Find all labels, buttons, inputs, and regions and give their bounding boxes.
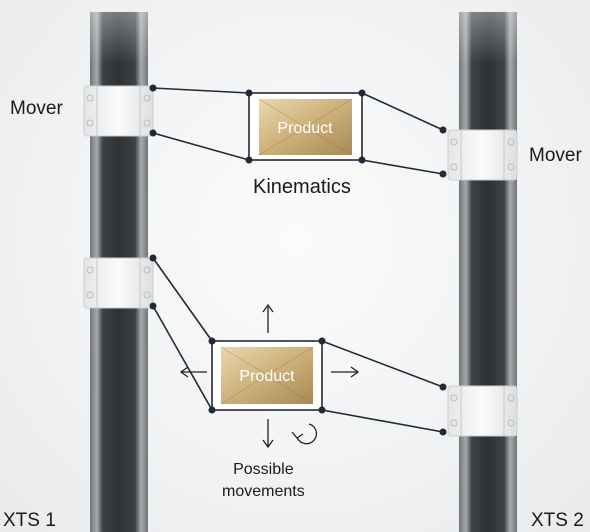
mover-label-right: Mover bbox=[529, 145, 582, 166]
kinematics-label: Kinematics bbox=[253, 176, 351, 198]
xts-2-label: XTS 2 bbox=[531, 510, 584, 531]
joint-dots-bottom bbox=[149, 254, 447, 436]
mover-top-right bbox=[447, 129, 518, 181]
mover-bottom-right bbox=[447, 385, 518, 437]
joint-dots-top bbox=[149, 84, 447, 178]
possible-movements-line-1: Possible bbox=[233, 461, 294, 478]
kinematic-linkage-top bbox=[152, 87, 444, 175]
kinematic-linkage-bottom bbox=[152, 257, 444, 433]
arrow-right-icon bbox=[331, 366, 360, 378]
xts-1-label: XTS 1 bbox=[3, 510, 56, 531]
rail-xts-2 bbox=[459, 12, 517, 532]
product-box-bottom: Product bbox=[211, 340, 323, 411]
arrow-down-icon bbox=[262, 419, 274, 449]
possible-movements-label: Possible movements bbox=[222, 459, 305, 503]
product-box-top: Product bbox=[248, 92, 363, 161]
mover-top-left bbox=[83, 85, 154, 137]
mover-bottom-left bbox=[83, 257, 154, 309]
possible-movements-line-2: movements bbox=[222, 483, 305, 500]
mover-label-left: Mover bbox=[10, 98, 63, 119]
product-label-top: Product bbox=[277, 120, 333, 137]
product-label-bottom: Product bbox=[239, 368, 295, 385]
rotate-icon bbox=[291, 423, 318, 445]
arrow-left-icon bbox=[179, 366, 207, 378]
arrow-up-icon bbox=[262, 303, 274, 333]
